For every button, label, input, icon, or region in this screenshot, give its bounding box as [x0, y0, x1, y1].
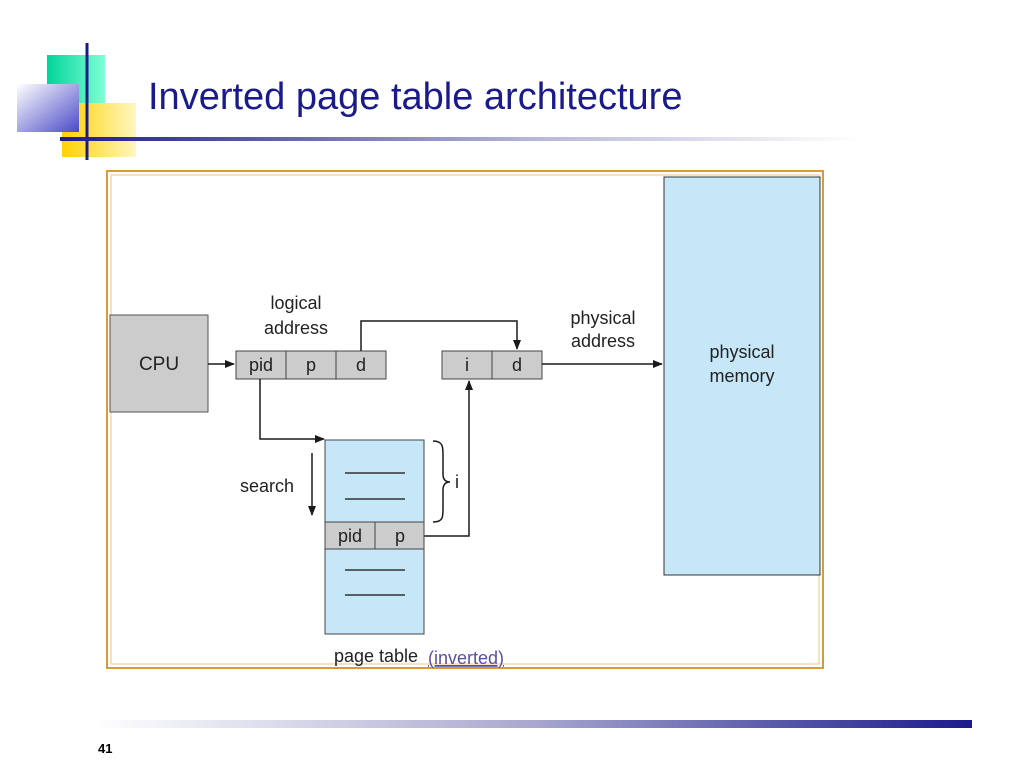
physical-address-label-line1: physical	[570, 308, 635, 328]
index-label: i	[455, 472, 459, 492]
arrow-pid-to-page-table	[259, 379, 325, 443]
cpu-box	[109, 314, 209, 413]
entry-field-pid: pid	[338, 526, 362, 546]
logical-address-register: pid p d	[235, 350, 387, 380]
search-label: search	[240, 476, 294, 496]
footer-bar	[92, 720, 972, 728]
physical-memory-box	[663, 176, 821, 576]
page-number: 41	[98, 741, 113, 756]
logical-field-d: d	[356, 355, 366, 375]
physical-field-d: d	[512, 355, 522, 375]
corner-decoration	[17, 43, 136, 160]
logical-address-label-line2: address	[264, 318, 328, 338]
logical-field-pid: pid	[249, 355, 273, 375]
physical-memory-label-line1: physical	[709, 342, 774, 362]
title-underline	[60, 137, 860, 141]
logical-address-label-line1: logical	[270, 293, 321, 313]
cpu-label: CPU	[139, 354, 179, 375]
page-table-label: page table	[334, 646, 418, 666]
logical-field-p: p	[306, 355, 316, 375]
inverted-label: (inverted)	[428, 648, 504, 668]
arrow-d-to-physical-d	[360, 320, 521, 351]
page-table: pid p	[324, 439, 425, 635]
physical-memory-label-line2: memory	[709, 366, 774, 386]
physical-field-i: i	[465, 355, 469, 375]
arrow-entry-to-i	[424, 380, 473, 537]
physical-address-register: i d	[441, 350, 543, 380]
slide-title: Inverted page table architecture	[148, 76, 683, 118]
index-brace	[432, 440, 451, 523]
entry-field-p: p	[395, 526, 405, 546]
corner-square-blue	[17, 84, 79, 132]
physical-address-label-line2: address	[571, 331, 635, 351]
